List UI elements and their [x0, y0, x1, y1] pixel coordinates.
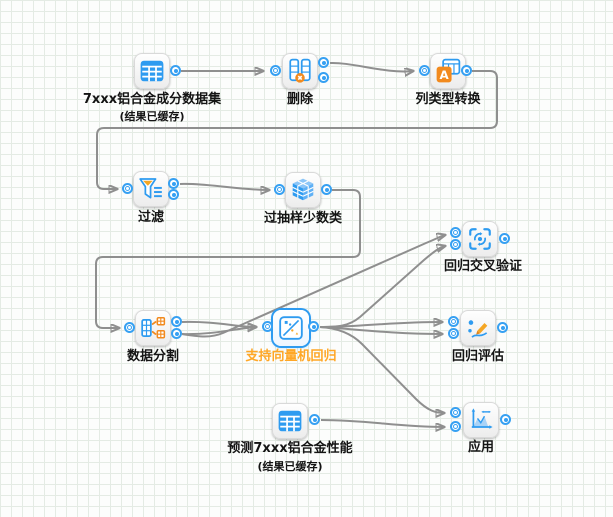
edge-svm-to-eval-1[interactable]: [319, 322, 442, 329]
node-label-column-type-convert: 列类型转换: [415, 92, 481, 107]
node-dataset-source[interactable]: [134, 53, 170, 89]
oversample-cube-icon: [292, 178, 314, 201]
port-out-regression-cross-validation[interactable]: [499, 233, 510, 244]
column-type-convert-icon: A: [436, 58, 461, 83]
table-icon: [278, 410, 302, 432]
port-out-dataset-source[interactable]: [170, 65, 181, 76]
port-out2-data-split[interactable]: [171, 328, 182, 339]
cross-validation-icon: [469, 228, 491, 250]
port-in1-application[interactable]: [450, 407, 461, 418]
node-predict-dataset[interactable]: [272, 403, 308, 439]
edge-filter-to-oversample[interactable]: [179, 182, 269, 190]
edge-predict-to-app[interactable]: [320, 419, 444, 427]
node-application[interactable]: [463, 402, 499, 438]
node-label-data-split: 数据分割: [126, 349, 179, 364]
port-in-filter[interactable]: [122, 183, 133, 194]
node-delete[interactable]: [282, 53, 318, 89]
delete-columns-icon: [289, 58, 311, 83]
node-svm-regression[interactable]: [273, 310, 309, 346]
svm-regression-icon: [279, 316, 303, 340]
node-label-svm-regression: 支持向量机回归: [245, 349, 337, 364]
edge-split2-to-crossval[interactable]: [181, 235, 445, 338]
port-in-delete[interactable]: [270, 65, 281, 76]
svg-text:A: A: [439, 68, 449, 82]
port-in-svm-regression[interactable]: [262, 321, 273, 332]
node-column-type-convert[interactable]: A: [430, 53, 466, 89]
node-status-dataset-source: (结果已缓存): [119, 110, 185, 123]
node-status-predict-dataset: (结果已缓存): [257, 460, 323, 473]
node-label-filter: 过滤: [137, 210, 164, 225]
node-oversample-minority[interactable]: [285, 172, 321, 208]
regression-evaluation-icon: [468, 320, 488, 338]
port-in1-regression-evaluation[interactable]: [448, 316, 459, 327]
port-out-predict-dataset[interactable]: [309, 414, 320, 425]
port-in-data-split[interactable]: [124, 322, 135, 333]
port-in1-regression-cross-validation[interactable]: [450, 227, 461, 238]
edge-column-convert-to-filter[interactable]: [96, 70, 498, 189]
port-out2-delete[interactable]: [318, 72, 329, 83]
port-in2-regression-cross-validation[interactable]: [450, 239, 461, 250]
node-filter[interactable]: [133, 171, 169, 207]
filter-funnel-icon: [139, 178, 162, 199]
port-out1-filter[interactable]: [168, 178, 179, 189]
port-in-oversample-minority[interactable]: [274, 184, 285, 195]
port-in-column-type-convert[interactable]: [419, 65, 430, 76]
node-label-predict-dataset: 预测7xxx铝合金性能: [227, 441, 353, 456]
edge-split2-to-svm[interactable]: [181, 327, 256, 336]
port-out1-data-split[interactable]: [171, 316, 182, 327]
node-label-oversample-minority: 过抽样少数类: [263, 211, 342, 226]
table-icon: [140, 60, 164, 82]
port-out-regression-evaluation[interactable]: [497, 322, 508, 333]
port-in2-application[interactable]: [450, 421, 461, 432]
port-in2-regression-evaluation[interactable]: [448, 328, 459, 339]
node-label-regression-evaluation: 回归评估: [451, 349, 504, 364]
port-out2-filter[interactable]: [168, 189, 179, 200]
node-label-delete: 删除: [286, 92, 313, 107]
port-out1-delete[interactable]: [318, 57, 329, 68]
node-data-split[interactable]: [135, 310, 171, 346]
application-chart-icon: [471, 408, 493, 429]
node-label-dataset-source: 7xxx铝合金成分数据集: [82, 92, 222, 107]
edge-oversample-to-split[interactable]: [95, 189, 361, 328]
data-split-icon: [141, 316, 166, 339]
node-label-application: 应用: [467, 440, 494, 455]
port-out-svm-regression[interactable]: [308, 321, 319, 332]
node-regression-cross-validation[interactable]: [462, 221, 498, 257]
node-regression-evaluation[interactable]: [460, 310, 496, 346]
edge-svm-to-app[interactable]: [319, 326, 444, 413]
port-out-oversample-minority[interactable]: [321, 184, 332, 195]
node-label-regression-cross-validation: 回归交叉验证: [443, 259, 522, 274]
port-out-application[interactable]: [500, 414, 511, 425]
edge-delete-to-column-convert[interactable]: [329, 61, 413, 72]
port-out-column-type-convert[interactable]: [461, 65, 472, 76]
